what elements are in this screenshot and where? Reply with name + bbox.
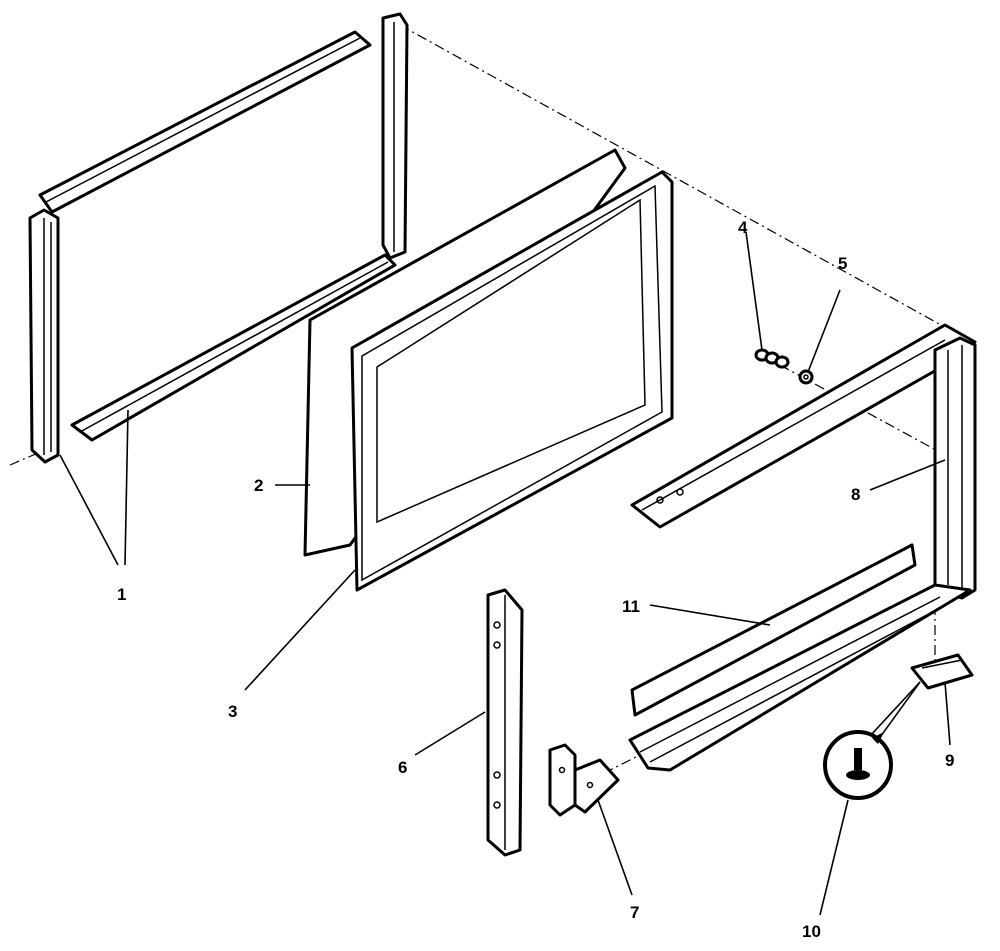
part-11-gasket-strip <box>630 543 917 717</box>
callout-10: 10 <box>802 922 821 941</box>
callout-6: 6 <box>398 758 407 777</box>
part-8-front-trim-frame <box>628 323 977 772</box>
part-7-corner-bracket <box>548 743 620 817</box>
callout-4: 4 <box>738 218 748 237</box>
callout-5: 5 <box>838 254 847 273</box>
part-10-leveling-foot <box>823 681 921 800</box>
part-5-nut <box>798 369 814 385</box>
part-1-side-trim-frame <box>28 12 409 464</box>
part-3-door-frame <box>350 170 674 592</box>
callout-2: 2 <box>254 476 263 495</box>
callout-8: 8 <box>851 485 860 504</box>
callout-7: 7 <box>630 903 639 922</box>
callout-11: 11 <box>622 597 640 616</box>
leader-lines <box>59 231 951 916</box>
callout-9: 9 <box>945 751 954 770</box>
callout-3: 3 <box>228 702 237 721</box>
part-4-screw <box>754 348 790 369</box>
callout-1: 1 <box>117 585 126 604</box>
part-9-foot-mount <box>910 653 974 690</box>
callout-labels: 1 2 3 4 5 6 7 8 9 10 11 <box>117 218 954 941</box>
part-6-side-bracket <box>486 588 524 857</box>
